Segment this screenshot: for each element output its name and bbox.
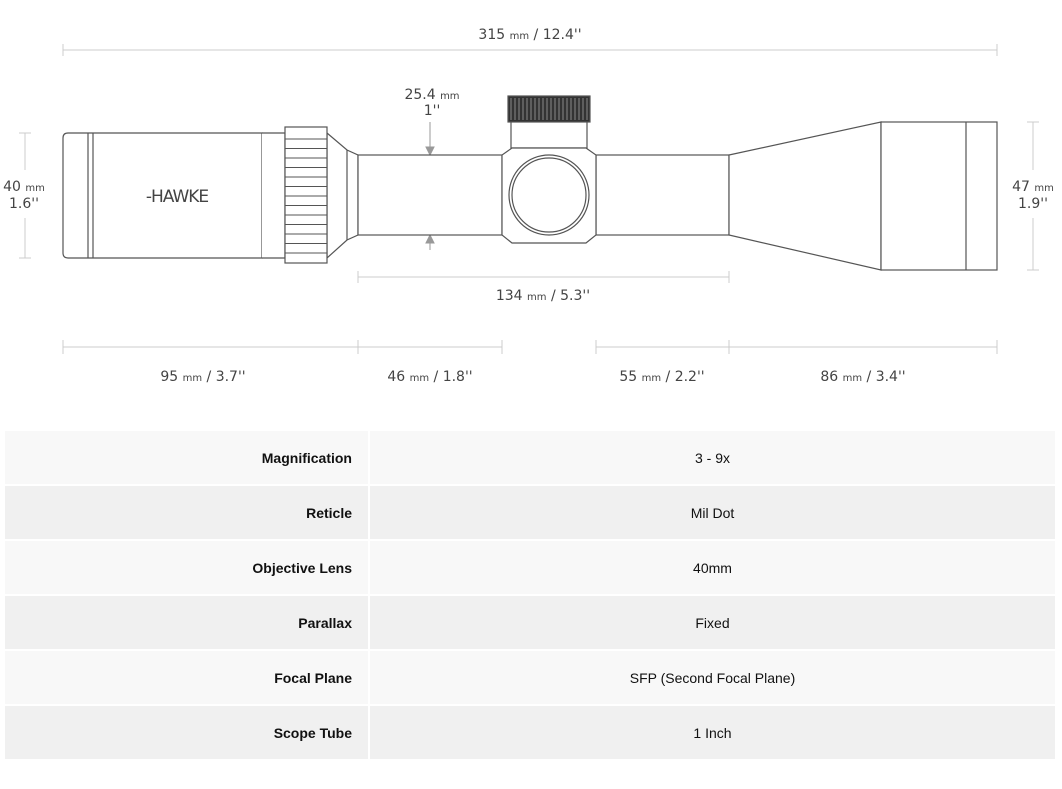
- tube-diameter-label: 25.4 mm: [404, 87, 459, 103]
- tube-diameter-inch: 1'': [424, 103, 441, 119]
- spec-value: SFP (Second Focal Plane): [370, 651, 1055, 704]
- segment-label: 95 mm / 3.7'': [160, 369, 245, 385]
- spec-value: Mil Dot: [370, 486, 1055, 539]
- turret-knurling: [510, 98, 588, 120]
- dimension-lines: [19, 44, 1039, 354]
- spec-value: 1 Inch: [370, 706, 1055, 759]
- segment-label: 55 mm / 2.2'': [619, 369, 704, 385]
- spec-label: Reticle: [5, 486, 370, 539]
- tube-arrows: [425, 122, 435, 250]
- spec-value: 3 - 9x: [370, 431, 1055, 484]
- scope-dimension-diagram: -HAWKE 315 mm / 12.4'' 40 mm 1.6'' 47 mm…: [3, 27, 1054, 385]
- mounting-length-label: 134 mm / 5.3'': [496, 288, 590, 304]
- eyepiece-diameter-label: 40 mm: [3, 179, 45, 195]
- scope-outline: [62, 95, 998, 271]
- spec-label: Parallax: [5, 596, 370, 649]
- objective-diameter-label: 47 mm: [1012, 179, 1054, 195]
- spec-label: Focal Plane: [5, 651, 370, 704]
- objective-diameter-inch: 1.9'': [1018, 196, 1048, 212]
- spec-value: Fixed: [370, 596, 1055, 649]
- spec-label: Objective Lens: [5, 541, 370, 594]
- segment-label: 46 mm / 1.8'': [387, 369, 472, 385]
- spec-label: Magnification: [5, 431, 370, 484]
- total-length-label: 315 mm / 12.4'': [478, 27, 581, 43]
- segment-label: 86 mm / 3.4'': [820, 369, 905, 385]
- spec-label: Scope Tube: [5, 706, 370, 759]
- spec-value: 40mm: [370, 541, 1055, 594]
- hawke-logo: -HAWKE: [146, 187, 209, 207]
- focus-ring-ribs: [285, 138, 327, 254]
- eyepiece-diameter-inch: 1.6'': [9, 196, 39, 212]
